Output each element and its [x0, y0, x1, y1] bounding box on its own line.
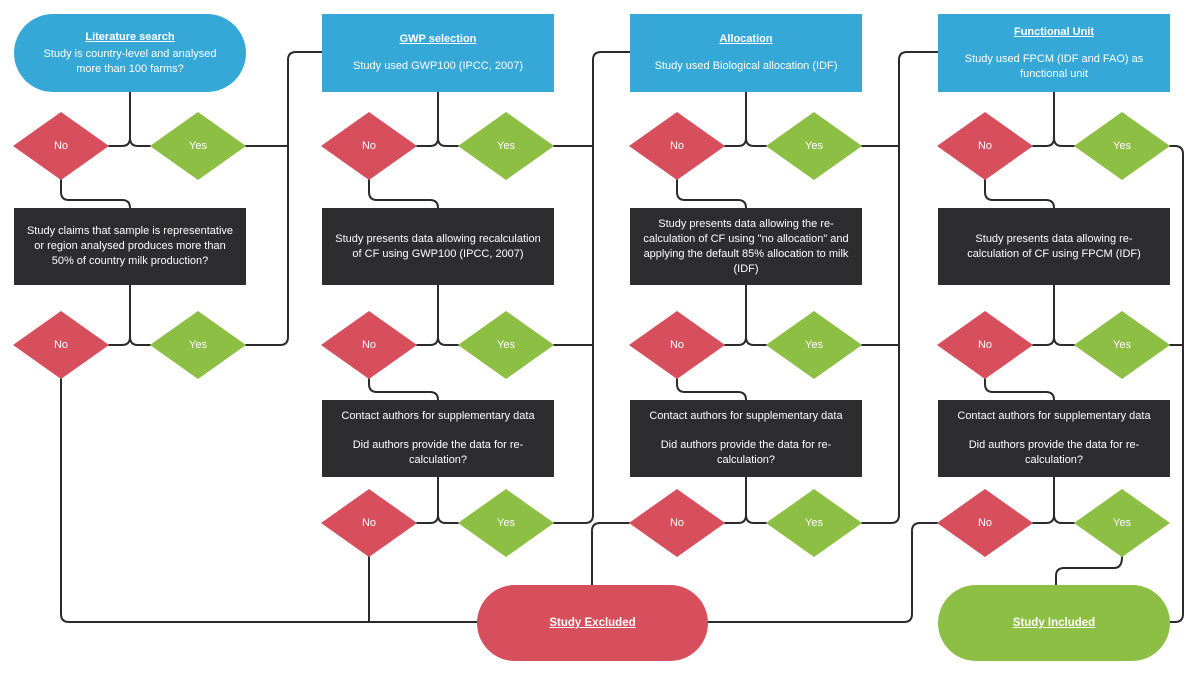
terminal-study-included: Study Included — [938, 585, 1170, 661]
header-functional-unit: Functional Unit Study used FPCM (IDF and… — [938, 14, 1170, 92]
diamond-label: No — [361, 517, 377, 529]
terminal-label: Study Included — [1012, 617, 1096, 629]
box-text: Study claims that sample is representati… — [26, 225, 234, 267]
header-allocation: Allocation Study used Biological allocat… — [630, 14, 862, 92]
header-literature-search: Literature search Study is country-level… — [14, 14, 246, 92]
box-text: Study presents data allowing re-calculat… — [967, 232, 1141, 260]
box-representative-sample: Study claims that sample is representati… — [14, 208, 246, 285]
diamond-label: No — [977, 140, 993, 152]
header-title: Functional Unit — [1013, 25, 1095, 38]
diamond-label: No — [669, 140, 685, 152]
box-recalc-fpcm: Study presents data allowing re-calculat… — [938, 208, 1170, 285]
box-text: Study presents data allowing recalculati… — [335, 232, 541, 260]
box-contact-authors-col3: Contact authors for supplementary data D… — [630, 400, 862, 477]
box-recalc-gwp100: Study presents data allowing recalculati… — [322, 208, 554, 285]
terminal-study-excluded: Study Excluded — [477, 585, 708, 661]
box-contact-authors-col4: Contact authors for supplementary data D… — [938, 400, 1170, 477]
box-text-line2: Did authors provide the data for re-calc… — [968, 439, 1140, 466]
diamond-label: Yes — [1113, 140, 1131, 152]
diamond-label: No — [361, 339, 377, 351]
diamond-label: No — [669, 339, 685, 351]
diamond-label: No — [669, 517, 685, 529]
header-gwp-selection: GWP selection Study used GWP100 (IPCC, 2… — [322, 14, 554, 92]
header-title: Literature search — [85, 30, 175, 43]
header-body: Study is country-level and analysed more… — [43, 47, 217, 75]
box-text-line1: Contact authors for supplementary data — [957, 410, 1151, 422]
box-text-line1: Contact authors for supplementary data — [649, 410, 843, 422]
header-body: Study used GWP100 (IPCC, 2007) — [353, 60, 523, 72]
diamond-label: Yes — [189, 140, 207, 152]
box-text-line1: Contact authors for supplementary data — [341, 410, 535, 422]
diamond-label: Yes — [497, 140, 515, 152]
box-text-line2: Did authors provide the data for re-calc… — [352, 439, 524, 466]
diamond-label: Yes — [805, 339, 823, 351]
diamond-label: Yes — [189, 339, 207, 351]
diamond-label: No — [977, 339, 993, 351]
box-contact-authors-col2: Contact authors for supplementary data D… — [322, 400, 554, 477]
diamond-label: No — [977, 517, 993, 529]
diamond-label: Yes — [497, 517, 515, 529]
header-body: Study used FPCM (IDF and FAO) as functio… — [964, 52, 1144, 80]
header-title: GWP selection — [399, 33, 477, 45]
box-text-line2: Did authors provide the data for re-calc… — [660, 439, 832, 466]
header-title: Allocation — [719, 33, 773, 45]
box-recalc-allocation: Study presents data allowing the re-calc… — [630, 208, 862, 285]
diamond-label: No — [53, 339, 69, 351]
diamond-label: Yes — [1113, 339, 1131, 351]
box-text: Study presents data allowing the re-calc… — [643, 217, 849, 275]
diamond-label: Yes — [497, 339, 515, 351]
header-body: Study used Biological allocation (IDF) — [654, 60, 838, 72]
diamond-label: Yes — [805, 517, 823, 529]
diamond-label: No — [53, 140, 69, 152]
diamond-label: Yes — [1113, 517, 1131, 529]
terminal-label: Study Excluded — [549, 617, 636, 629]
connector-lines — [60, 51, 1184, 623]
diamond-label: No — [361, 140, 377, 152]
diamond-label: Yes — [805, 140, 823, 152]
